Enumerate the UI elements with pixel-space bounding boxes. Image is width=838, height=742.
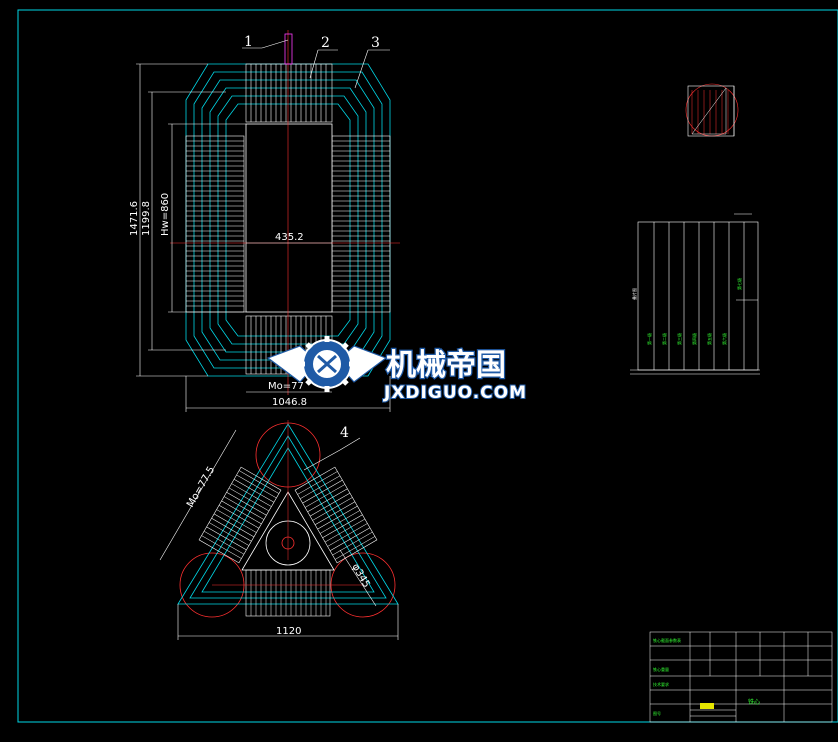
watermark-logo — [266, 336, 388, 392]
watermark-site: JXDIGUO.COM — [383, 383, 527, 403]
dim-mo-top: Mo=77.5 — [185, 465, 217, 510]
drawing-border — [17, 9, 838, 723]
title-block — [649, 631, 833, 723]
dim-window-height: 1199.8 — [141, 201, 152, 236]
stack-col-5: 第五级 — [706, 333, 712, 345]
title-row-1: 铁心截面参数表 — [653, 637, 681, 643]
watermark-title: 机械帝国 — [386, 348, 506, 383]
stack-col-2: 第二级 — [661, 333, 667, 345]
dim-window-width: 435.2 — [275, 232, 304, 243]
dim-hw: Hw=860 — [160, 193, 171, 236]
title-row-3: 技术要求 — [653, 681, 669, 687]
stack-col-3: 第三级 — [676, 333, 682, 345]
stack-col-1: 第一级 — [646, 333, 652, 345]
core-window — [245, 123, 333, 313]
drawing-title: 铁心 — [748, 698, 760, 706]
dim-width-1120: 1120 — [276, 626, 301, 637]
stack-table — [630, 213, 760, 375]
dim-diameter: φ345 — [349, 562, 371, 590]
top-view — [159, 420, 399, 640]
stack-col-7: 第七级 — [736, 278, 742, 290]
front-dimension-lines — [136, 63, 391, 412]
title-row-4: 图号 — [653, 710, 661, 716]
dim-total-width: 1046.8 — [272, 397, 307, 408]
top-yoke — [245, 63, 333, 123]
part-label-2: 2 — [321, 35, 330, 51]
dim-mo-front: Mo=77 — [268, 381, 304, 392]
stack-table-labels: 第一级 第二级 第三级 第四级 第五级 第六级 第七级 叠片图 — [631, 278, 742, 345]
front-leaders — [242, 39, 390, 89]
dim-total-height: 1471.6 — [129, 201, 140, 236]
stack-col-4: 第四级 — [691, 333, 697, 345]
stack-col-6: 第六级 — [721, 333, 727, 345]
stack-side-label: 叠片图 — [631, 288, 637, 300]
part-label-3: 3 — [371, 35, 380, 51]
title-block-highlight — [700, 703, 714, 709]
right-limb — [331, 135, 391, 313]
front-view — [136, 30, 400, 412]
title-row-2: 铁心重量 — [653, 666, 669, 672]
part-label-1: 1 — [244, 34, 253, 50]
left-limb — [185, 135, 245, 313]
part-label-4: 4 — [340, 425, 349, 441]
cross-section-detail — [685, 83, 739, 137]
